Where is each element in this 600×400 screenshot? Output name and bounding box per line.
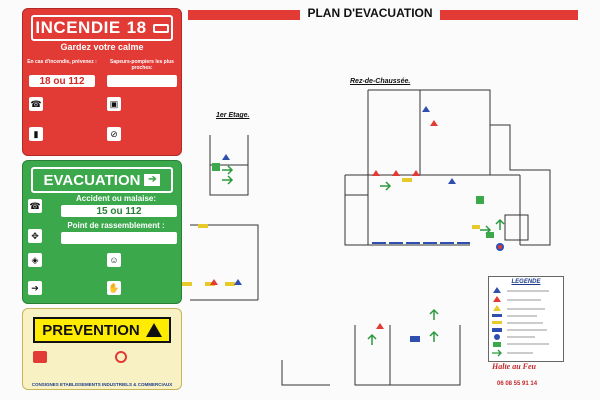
fire-truck-icon <box>33 351 47 363</box>
people-icon: ☺ <box>107 253 121 267</box>
exit-sign-icon: ➔ <box>28 281 42 295</box>
nearest-firefighters-box <box>107 75 177 87</box>
accident-label: Accident ou malaise: <box>75 194 157 203</box>
first-floor-label: 1er Etage. <box>216 112 250 119</box>
prevention-title: PREVENTION <box>42 321 140 339</box>
emergency-numbers-box: 18 ou 112 <box>29 75 95 87</box>
prevention-panel: PREVENTION CONSIGNES ETABLISSEMENTS INDU… <box>22 308 182 390</box>
incendie-right-heading: Sapeurs-pompiers les plus proches: <box>110 59 174 71</box>
incendie-left-heading: En cas d'incendie, prévenez : <box>27 59 97 65</box>
legend-box: LEGENDE <box>488 276 564 362</box>
evacuation-panel: EVACUATION ➔ Accident ou malaise: 15 ou … <box>22 160 182 304</box>
header-bar-left <box>188 10 300 20</box>
phone-icon: ☎ <box>29 97 43 111</box>
phone-icon: ☎ <box>28 199 42 213</box>
page-title: PLAN D'EVACUATION <box>302 6 438 20</box>
prevention-title-box: PREVENTION <box>33 317 171 343</box>
assembly-point-icon: ✥ <box>28 229 42 243</box>
header-bar-right <box>440 10 578 20</box>
incendie-subtitle: Gardez votre calme <box>60 42 144 52</box>
alarm-signal-icon: ◈ <box>28 253 42 267</box>
ground-floor-label: Rez-de-Chaussée. <box>350 78 411 85</box>
fire-truck-icon <box>152 23 169 33</box>
stop-hand-icon: ✋ <box>107 281 121 295</box>
accident-numbers-box: 15 ou 112 <box>61 205 177 217</box>
incendie-panel: INCENDIE 18 Gardez votre calme En cas d'i… <box>22 8 182 156</box>
brand-phone: 06 08 55 91 14 <box>497 381 538 387</box>
assembly-point-box <box>61 232 177 244</box>
incendie-title: INCENDIE <box>35 18 121 37</box>
fire-extinguisher-icon: ▮ <box>29 127 43 141</box>
no-elevator-icon: ⊘ <box>107 127 121 141</box>
prevention-footer: CONSIGNES ETABLISSEMENTS INDUSTRIELS & C… <box>31 382 173 387</box>
legend-title: LEGENDE <box>511 279 541 285</box>
no-smoking-icon <box>115 351 127 363</box>
warning-triangle-icon <box>145 323 162 337</box>
brand-name: Halte au Feu <box>492 362 537 371</box>
incendie-number: 18 <box>126 18 147 37</box>
incendie-title-box: INCENDIE 18 <box>31 15 173 41</box>
evacuation-title: EVACUATION <box>43 171 141 189</box>
you-are-here-marker <box>410 336 420 342</box>
assembly-point-label: Point de rassemblement : <box>67 221 165 230</box>
legend-symbols <box>492 287 549 357</box>
alarm-button-icon: ▣ <box>107 97 121 111</box>
evacuation-title-box: EVACUATION ➔ <box>31 167 173 193</box>
run-arrow-icon: ➔ <box>144 174 161 186</box>
